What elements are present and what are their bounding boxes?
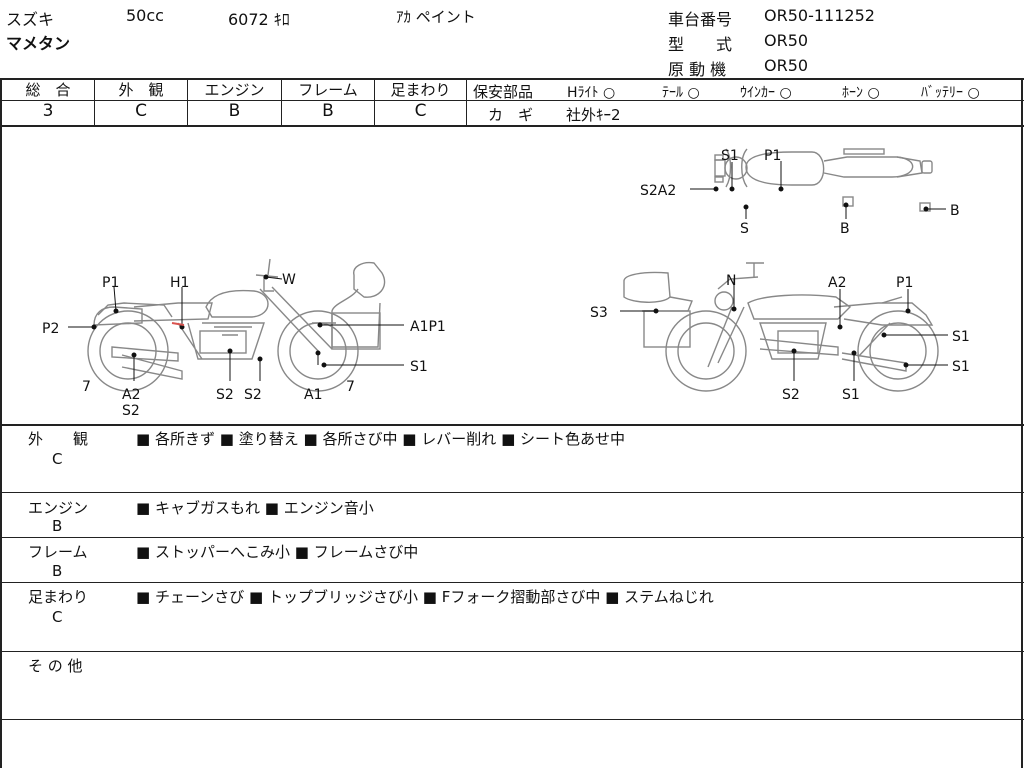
engine-label: 原 動 機	[668, 60, 727, 79]
table-top-border	[0, 78, 1024, 80]
top-view-bike	[714, 148, 933, 212]
page-left-border	[0, 78, 2, 768]
lv-h1: H1	[170, 275, 189, 291]
displacement: 50cc	[126, 6, 164, 25]
other-section-title: そ の 他	[28, 657, 83, 675]
rv-s2: S2	[782, 387, 800, 403]
engine-section-title: エンジン	[28, 499, 89, 517]
safety-label: 保安部品	[473, 83, 534, 101]
bike-diagram: S1 P1 S2A2 S B B P1 H1 W P2 A1P1 S1 7 A2…	[42, 148, 970, 419]
grade-engine-label: エンジン	[204, 81, 265, 99]
tv-p1: P1	[764, 148, 781, 164]
safety-winker: ｳｲﾝｶｰ ○	[740, 85, 792, 101]
page-right-border	[1021, 78, 1023, 768]
key-value: 社外ｷｰ2	[566, 106, 621, 124]
key-label: カ ギ	[488, 106, 534, 124]
lv-a2: A2	[122, 387, 140, 403]
rv-s1a: S1	[952, 329, 970, 345]
safety-battery: ﾊﾞｯﾃﾘｰ ○	[921, 85, 980, 101]
tv-b2: B	[950, 203, 960, 219]
lv-a1: A1	[304, 387, 322, 403]
engine-section-items: ■ キャブガスもれ ■ エンジン音小	[136, 499, 374, 517]
table-bottom-border	[0, 125, 1024, 127]
frame-no-label: 車台番号	[668, 10, 733, 29]
maker: スズキ	[6, 10, 55, 29]
grade-suspension-label: 足まわり	[390, 81, 451, 99]
engine-section-grade: B	[52, 517, 63, 535]
grade-frame-label: フレーム	[298, 81, 358, 99]
suspension-section-title: 足まわり	[28, 588, 89, 606]
rv-s1c: S1	[842, 387, 860, 403]
tv-s2a2: S2A2	[640, 183, 676, 199]
mileage: 6072 ｷﾛ	[228, 10, 290, 29]
exterior-section-title: 外 観	[28, 430, 89, 448]
lv-7b: 7	[346, 379, 355, 395]
safety-horn: ﾎｰﾝ ○	[842, 85, 880, 101]
left-view-bike	[87, 258, 386, 392]
lv-p2: P2	[42, 321, 59, 337]
grade-engine-value: B	[228, 101, 241, 121]
tv-b1: B	[840, 221, 850, 237]
grade-exterior-label: 外 観	[118, 81, 164, 99]
type-value: OR50	[764, 31, 809, 50]
exterior-section-items: ■ 各所きず ■ 塗り替え ■ 各所さび中 ■ レバー削れ ■ シート色あせ中	[136, 430, 626, 448]
table-mid-border	[0, 100, 1024, 101]
grade-overall-value: 3	[42, 101, 54, 121]
frame-section-title: フレーム	[28, 543, 88, 561]
frame-no: OR50-111252	[764, 6, 875, 25]
suspension-section-grade: C	[52, 608, 63, 626]
rv-s1b: S1	[952, 359, 970, 375]
frame-section-items: ■ ストッパーへこみ小 ■ フレームさび中	[136, 543, 419, 561]
lv-w: W	[282, 272, 296, 288]
grade-overall-label: 総 合	[25, 81, 71, 99]
exterior-section-grade: C	[52, 450, 63, 468]
lv-s2b: S2	[216, 387, 234, 403]
tv-s1: S1	[721, 148, 739, 164]
lv-s2a: S2	[122, 403, 140, 419]
model-name: マメタン	[6, 34, 71, 53]
safety-headlight: Hﾗｲﾄ ○	[567, 85, 616, 101]
rv-n: N	[726, 273, 736, 289]
paint-color: ｱｶ ペイント	[396, 8, 476, 26]
lv-p1: P1	[102, 275, 119, 291]
lv-s2c: S2	[244, 387, 262, 403]
safety-taillight: ﾃｰﾙ ○	[662, 85, 700, 101]
grade-frame-value: B	[322, 101, 334, 121]
frame-section-grade: B	[52, 562, 63, 580]
lv-a1p1: A1P1	[410, 319, 446, 335]
suspension-section-items: ■ チェーンさび ■ トップブリッジさび小 ■ Fフォーク摺動部さび中 ■ ステ…	[136, 588, 714, 606]
tv-s: S	[740, 221, 749, 237]
engine-value: OR50	[764, 56, 809, 75]
rv-p1: P1	[896, 275, 913, 291]
grade-suspension-value: C	[414, 101, 427, 121]
rv-s3: S3	[590, 305, 608, 321]
right-view-bike	[623, 262, 939, 392]
lv-s1: S1	[410, 359, 428, 375]
grade-exterior-value: C	[135, 101, 147, 121]
rv-a2: A2	[828, 275, 846, 291]
type-label: 型 式	[668, 35, 733, 54]
lv-7a: 7	[82, 379, 91, 395]
